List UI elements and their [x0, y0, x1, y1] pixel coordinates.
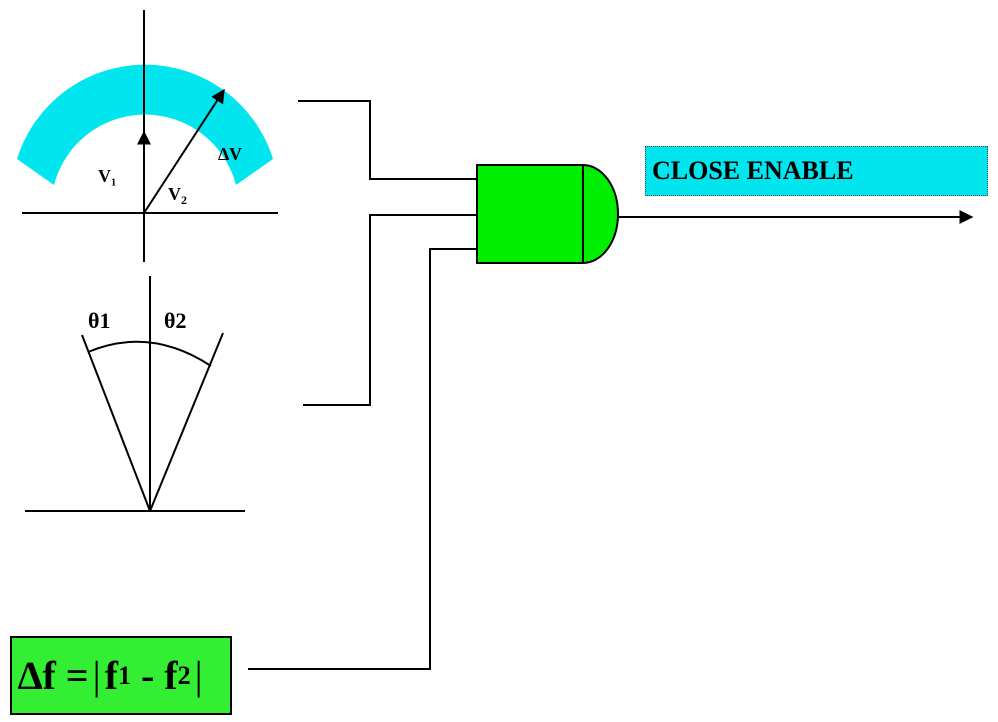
voltage-band — [17, 64, 273, 185]
v2-phasor-arrow — [143, 88, 225, 214]
close-enable-text: CLOSE ENABLE — [652, 156, 854, 185]
theta1-label: θ1 — [88, 308, 110, 333]
and-gate-body — [476, 164, 619, 264]
v2-label: V2 — [168, 184, 187, 207]
v1-label: V₁ — [98, 166, 116, 186]
close-enable-label: CLOSE ENABLE — [645, 146, 988, 196]
and-gate — [476, 164, 619, 264]
angle-arc — [87, 340, 212, 367]
angle-left-limit — [81, 334, 151, 512]
minus-sign: - — [130, 653, 165, 698]
f2-symbol: f — [164, 653, 178, 698]
voltage-phasor-diagram: V₁ V2 ∆V — [17, 10, 278, 262]
abs-bar-close: | — [194, 653, 203, 698]
angle-input-wire — [303, 214, 477, 406]
voltage-input-wire — [298, 100, 477, 180]
delta-v-label: ∆V — [218, 144, 242, 164]
angle-right-limit — [149, 332, 224, 512]
frequency-input-wire — [248, 248, 477, 670]
v2-label-main: V — [168, 184, 181, 204]
input-wiring — [248, 100, 477, 670]
f1-symbol: f — [104, 653, 118, 698]
theta2-label: θ2 — [164, 308, 186, 333]
freq-prefix: ∆f = — [18, 653, 89, 698]
v2-label-subscript: 2 — [181, 193, 187, 207]
phase-angle-diagram: θ1 θ2 — [25, 276, 245, 512]
abs-bar-open: | — [92, 653, 101, 698]
f1-subscript: 1 — [117, 660, 131, 690]
f2-subscript: 2 — [177, 660, 191, 690]
